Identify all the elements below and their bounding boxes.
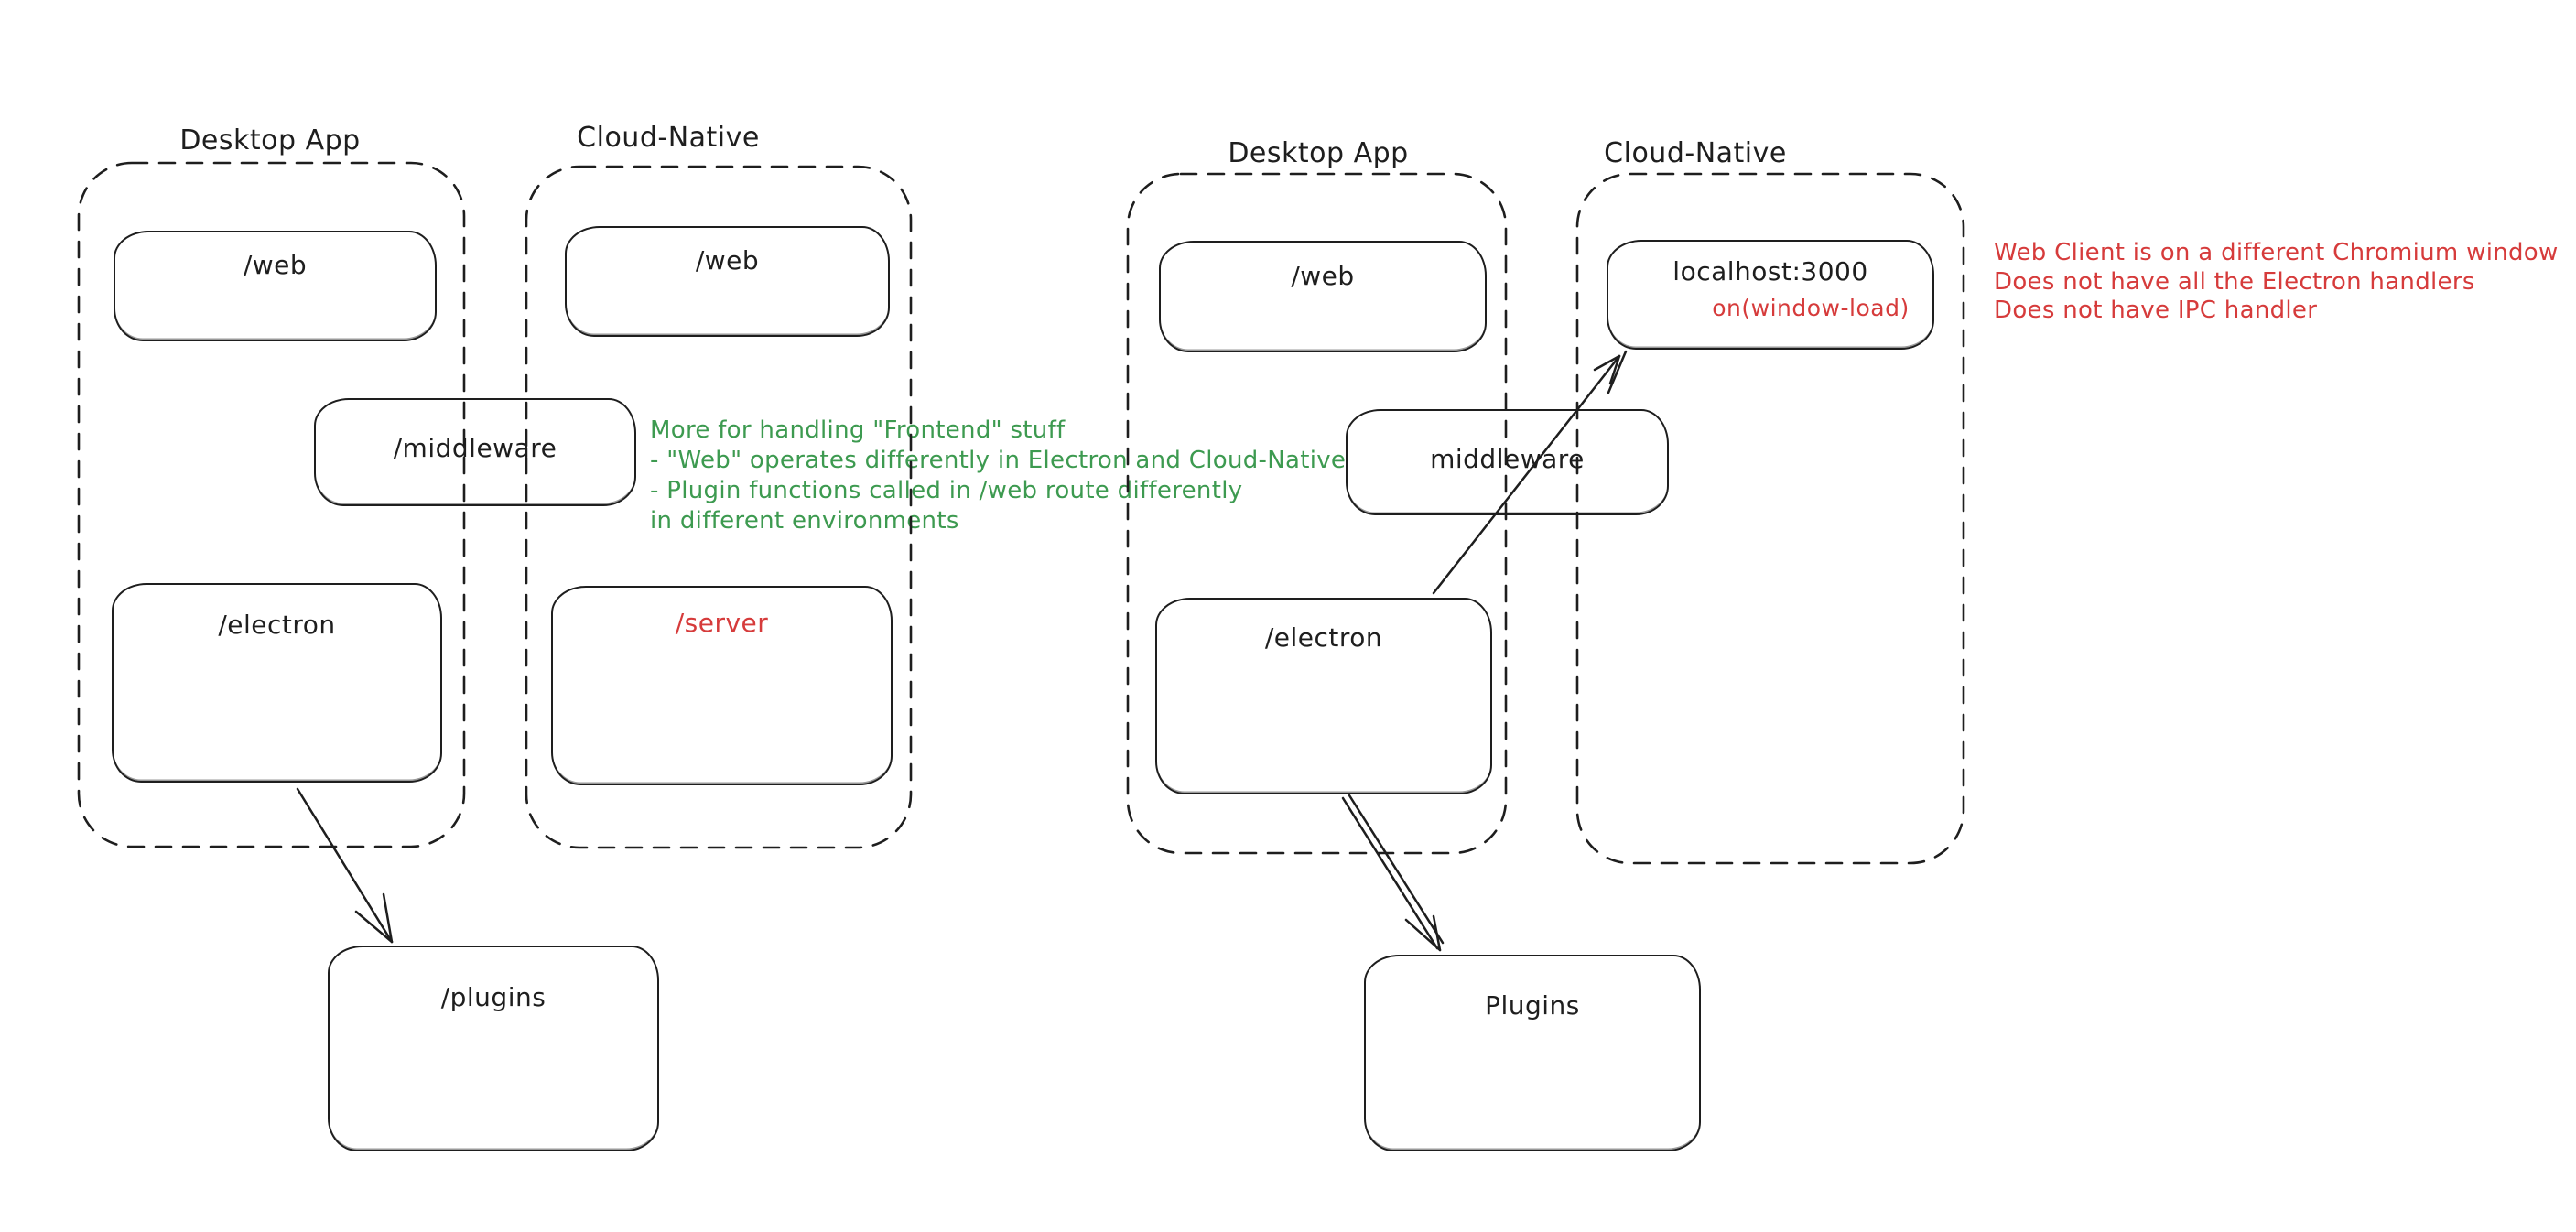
left-plugins-box[interactable]: /plugins <box>328 946 659 1151</box>
left-server-box-label: /server <box>675 608 769 638</box>
right-plugins-box[interactable]: Plugins <box>1364 955 1701 1151</box>
left-desktop-app-label[interactable]: Desktop App <box>179 124 361 157</box>
right-red-annotation-line-1: Web Client is on a different Chromium wi… <box>1994 239 2559 266</box>
left-green-annotation-line-4: in different environments <box>650 507 959 535</box>
left-green-annotation-line-2: - "Web" operates differently in Electron… <box>650 447 1347 474</box>
right-red-annotation-line-3: Does not have IPC handler <box>1994 297 2318 324</box>
left-middleware-box-label: /middleware <box>393 433 557 463</box>
right-electron-to-plugins-arrow[interactable] <box>1341 794 1445 952</box>
right-electron-box[interactable]: /electron <box>1155 598 1492 794</box>
right-web-box-label: /web <box>1291 261 1355 291</box>
right-middleware-box-label: middleware <box>1430 444 1585 474</box>
right-electron-box-label: /electron <box>1264 622 1383 653</box>
left-web-cloud-box[interactable]: /web <box>565 226 890 337</box>
left-green-annotation[interactable]: More for handling "Frontend" stuff - "We… <box>650 416 1346 536</box>
left-green-annotation-line-1: More for handling "Frontend" stuff <box>650 416 1066 444</box>
right-red-annotation-line-2: Does not have all the Electron handlers <box>1994 267 2475 296</box>
right-localhost-box-label: localhost:3000 <box>1672 256 1868 286</box>
right-red-annotation[interactable]: Web Client is on a different Chromium wi… <box>1994 239 2559 326</box>
left-green-annotation-line-3: - Plugin functions called in /web route … <box>650 477 1243 504</box>
left-web-desktop-box[interactable]: /web <box>114 231 437 341</box>
left-middleware-box[interactable]: /middleware <box>314 398 636 506</box>
right-localhost-event-label: on(window-load) <box>1712 295 1910 321</box>
left-cloud-native-label[interactable]: Cloud-Native <box>577 122 760 154</box>
right-cloud-native-label[interactable]: Cloud-Native <box>1604 137 1787 169</box>
left-server-box[interactable]: /server <box>551 586 893 785</box>
left-plugins-box-label: /plugins <box>440 982 547 1012</box>
right-plugins-box-label: Plugins <box>1485 990 1580 1021</box>
left-electron-to-plugins-arrow[interactable] <box>296 787 394 944</box>
left-electron-box-label: /electron <box>218 610 336 640</box>
right-localhost-box[interactable]: localhost:3000 on(window-load) <box>1607 240 1934 350</box>
right-middleware-box[interactable]: middleware <box>1346 409 1669 515</box>
right-desktop-app-label[interactable]: Desktop App <box>1228 137 1409 169</box>
right-web-box[interactable]: /web <box>1159 241 1487 352</box>
left-web-cloud-box-label: /web <box>695 245 760 276</box>
left-web-desktop-box-label: /web <box>243 250 308 280</box>
left-electron-box[interactable]: /electron <box>112 583 442 783</box>
